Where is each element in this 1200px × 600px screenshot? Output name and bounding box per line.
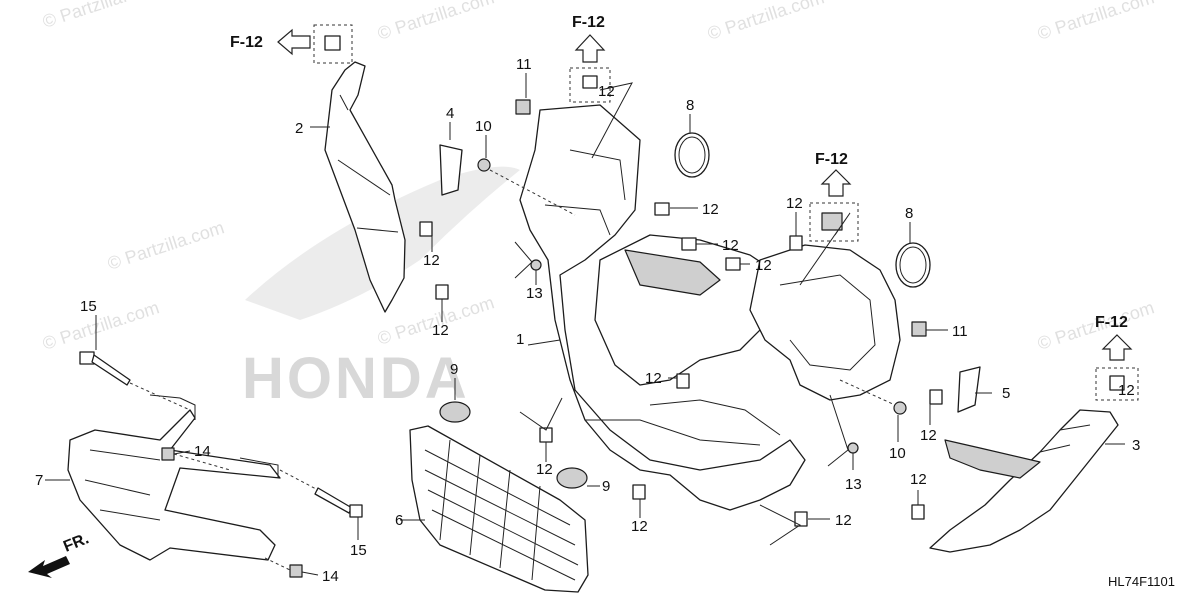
callout-12: 12 bbox=[920, 427, 937, 444]
callout-12: 12 bbox=[722, 237, 739, 254]
watermark: © Partzilla.com bbox=[105, 217, 227, 274]
part-9-grommet-lower bbox=[556, 467, 588, 489]
front-arrow-icon bbox=[28, 556, 70, 578]
callout-12: 12 bbox=[910, 471, 927, 488]
callout-12: 12 bbox=[645, 370, 662, 387]
callout-1: 1 bbox=[516, 331, 524, 348]
bolt-14-lower bbox=[264, 557, 303, 578]
part-8-ring-right bbox=[895, 242, 931, 288]
callout-12: 12 bbox=[702, 201, 719, 218]
f12-reference-label: F-12 bbox=[1095, 314, 1128, 331]
watermark: © Partzilla.com bbox=[1035, 0, 1157, 44]
callout-12: 12 bbox=[1118, 382, 1135, 399]
part-10-screw-right bbox=[839, 379, 907, 415]
reference-boxes bbox=[313, 24, 1139, 401]
bolt-15-right bbox=[279, 469, 363, 518]
callout-11: 11 bbox=[516, 56, 532, 73]
f12-arrow-up-icon bbox=[1101, 334, 1133, 361]
callout-12: 12 bbox=[786, 195, 803, 212]
f12-reference-label: F-12 bbox=[230, 34, 263, 51]
part-7-bumper bbox=[67, 394, 281, 561]
callout-5: 5 bbox=[1002, 385, 1010, 402]
f12-reference-label: F-12 bbox=[815, 151, 848, 168]
callout-7: 7 bbox=[35, 472, 43, 489]
callout-12: 12 bbox=[755, 257, 772, 274]
part-6-grille bbox=[409, 425, 589, 593]
callout-12: 12 bbox=[835, 512, 852, 529]
callout-12: 12 bbox=[432, 322, 449, 339]
callout-12: 12 bbox=[423, 252, 440, 269]
part-11-nut-left bbox=[515, 99, 531, 115]
part-2-left-side-cover bbox=[324, 61, 406, 313]
f12-arrow-left-icon bbox=[277, 28, 311, 56]
part-9-grommet-upper bbox=[439, 401, 471, 423]
callout-12: 12 bbox=[598, 83, 615, 100]
part-5-bracket bbox=[957, 366, 981, 413]
watermark: © Partzilla.com bbox=[40, 297, 162, 354]
callout-3: 3 bbox=[1132, 437, 1140, 454]
callout-15: 15 bbox=[80, 298, 97, 315]
honda-brand-text: HONDA bbox=[242, 346, 470, 411]
part-1-front-cover bbox=[519, 104, 806, 511]
part-4-bracket bbox=[439, 144, 463, 196]
front-direction-indicator: FR. bbox=[28, 530, 91, 578]
callout-9: 9 bbox=[602, 478, 610, 495]
watermark: © Partzilla.com bbox=[375, 0, 497, 44]
leader-lines bbox=[45, 73, 1125, 576]
part-11-nut-right bbox=[911, 321, 927, 337]
f12-reference-label: F-12 bbox=[572, 14, 605, 31]
front-label: FR. bbox=[61, 530, 91, 555]
callout-14: 14 bbox=[322, 568, 339, 585]
diagram-code: HL74F1101 bbox=[1108, 574, 1175, 589]
watermark: © Partzilla.com bbox=[705, 0, 827, 44]
callout-13: 13 bbox=[845, 476, 862, 493]
callout-13: 13 bbox=[526, 285, 543, 302]
callout-10: 10 bbox=[475, 118, 492, 135]
callout-8: 8 bbox=[686, 97, 694, 114]
callout-14: 14 bbox=[194, 443, 211, 460]
part-13-screw-left bbox=[530, 259, 542, 271]
callout-numbers: 1 2 3 4 5 6 7 8 8 9 9 10 10 11 11 12 12 … bbox=[35, 56, 1140, 585]
headlight-housing-right bbox=[749, 244, 901, 401]
f12-arrow-up-icon bbox=[574, 34, 606, 63]
callout-2: 2 bbox=[295, 120, 303, 137]
callout-12: 12 bbox=[631, 518, 648, 535]
bolt-15-left bbox=[79, 351, 191, 411]
callout-6: 6 bbox=[395, 512, 403, 529]
callout-11: 11 bbox=[952, 323, 968, 340]
watermark: © Partzilla.com bbox=[40, 0, 162, 32]
part-3-right-side-cover bbox=[929, 409, 1119, 553]
callout-4: 4 bbox=[446, 105, 454, 122]
callout-10: 10 bbox=[889, 445, 906, 462]
f12-arrow-up-icon bbox=[820, 169, 852, 197]
callout-8: 8 bbox=[905, 205, 913, 222]
part-13-screw-right bbox=[847, 442, 859, 454]
part-8-ring-left bbox=[674, 132, 710, 178]
watermark: © Partzilla.com bbox=[375, 292, 497, 349]
callout-12: 12 bbox=[536, 461, 553, 478]
callout-15: 15 bbox=[350, 542, 367, 559]
part-10-screw-left bbox=[477, 158, 576, 216]
callout-9: 9 bbox=[450, 361, 458, 378]
